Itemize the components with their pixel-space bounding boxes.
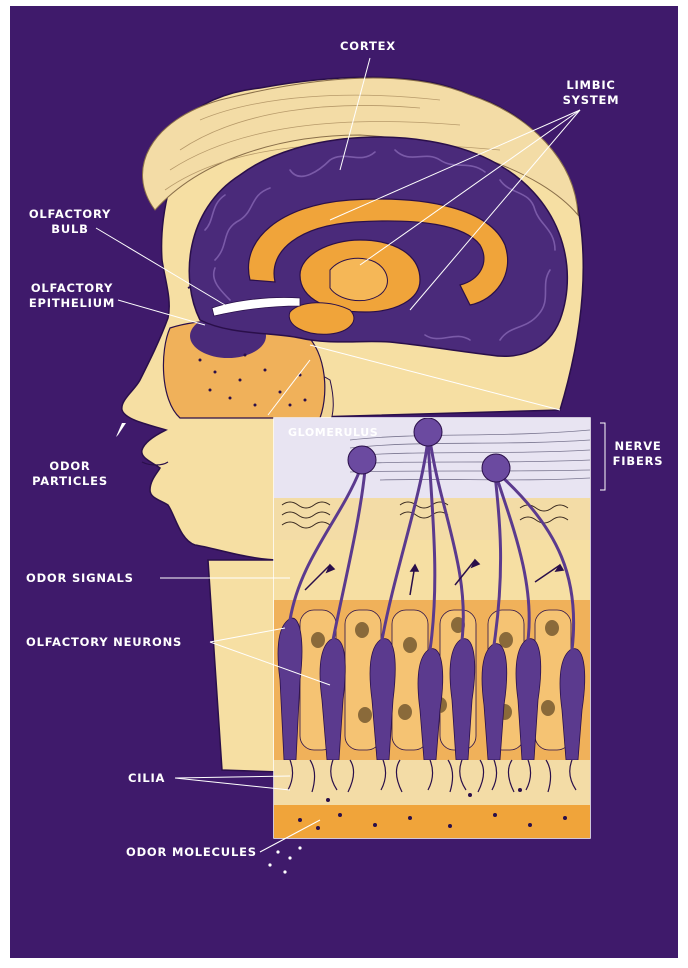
label-odor-particles-line1: ODOR <box>49 459 90 473</box>
cellular-inset <box>274 418 590 838</box>
label-nerve-fibers-line2: FIBERS <box>613 454 664 468</box>
label-odor-particles-line2: PARTICLES <box>32 474 108 488</box>
label-odor-molecules: ODOR MOLECULES <box>126 845 257 859</box>
label-olfactory-epithelium-line1: OLFACTORY <box>31 281 113 295</box>
label-olfactory-bulb-line1: OLFACTORY <box>29 207 111 221</box>
label-glomerulus: GLOMERULUS <box>288 426 378 439</box>
label-odor-signals: ODOR SIGNALS <box>26 571 134 585</box>
label-olfactory-bulb-line2: BULB <box>51 222 88 236</box>
label-cortex: CORTEX <box>340 39 396 53</box>
label-olfactory-epithelium-line2: EPITHELIUM <box>29 296 115 310</box>
label-nerve-fibers-line1: NERVE <box>614 439 661 453</box>
label-limbic-line2: SYSTEM <box>563 93 620 107</box>
label-limbic-line1: LIMBIC <box>566 78 615 92</box>
label-cilia: CILIA <box>128 771 165 785</box>
label-olfactory-neurons: OLFACTORY NEURONS <box>26 635 182 649</box>
